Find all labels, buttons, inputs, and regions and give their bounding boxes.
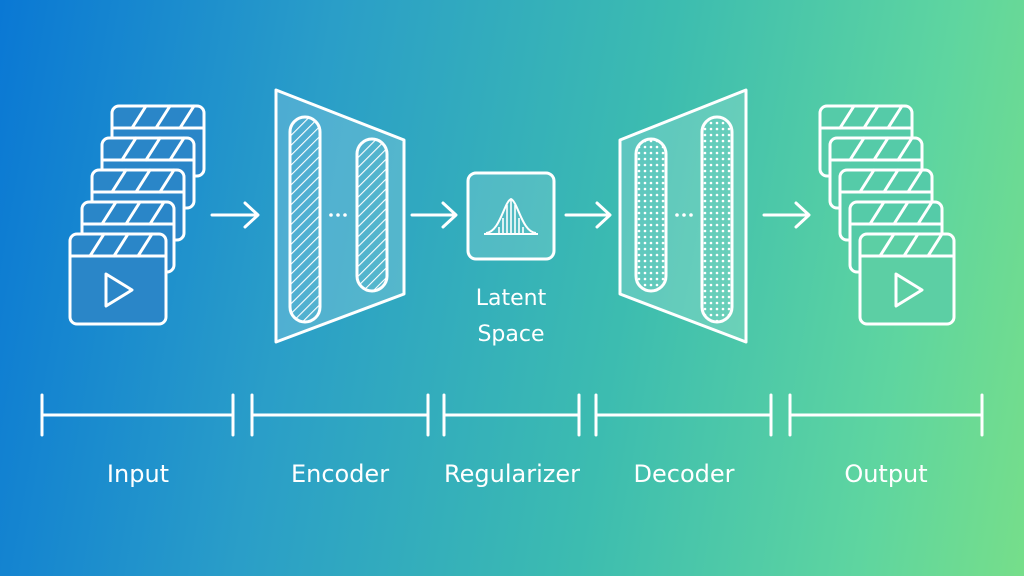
play-icon bbox=[104, 272, 134, 308]
stage-label-output: Output bbox=[844, 460, 928, 488]
input-video-stack-icon bbox=[68, 104, 206, 326]
decoder-funnel-icon bbox=[618, 88, 748, 344]
range-bracket-output bbox=[788, 393, 984, 437]
stage-label-encoder: Encoder bbox=[290, 460, 390, 488]
arrow-right-icon bbox=[564, 201, 612, 229]
latent-space-label: Latent Space bbox=[476, 281, 546, 353]
range-bracket-encoder bbox=[250, 393, 430, 437]
input-clip-front bbox=[68, 232, 168, 326]
gaussian-distribution-icon bbox=[466, 171, 556, 261]
range-bracket-input bbox=[40, 393, 235, 437]
stage-label-regularizer: Regularizer bbox=[444, 460, 580, 488]
latent-space-label-line1: Latent bbox=[475, 286, 547, 311]
arrow-right-icon bbox=[410, 201, 458, 229]
encoder-funnel-icon bbox=[274, 88, 406, 344]
arrow-right-icon bbox=[762, 201, 811, 229]
output-clip-front bbox=[858, 232, 956, 326]
stage-label-input: Input bbox=[106, 460, 170, 488]
arrow-right-icon bbox=[210, 201, 260, 229]
latent-space-label-line2: Space bbox=[477, 322, 545, 347]
stage-label-decoder: Decoder bbox=[633, 460, 735, 488]
play-icon bbox=[894, 272, 924, 308]
range-bracket-regularizer bbox=[442, 393, 581, 437]
output-video-stack-icon bbox=[818, 104, 956, 326]
range-bracket-decoder bbox=[594, 393, 773, 437]
